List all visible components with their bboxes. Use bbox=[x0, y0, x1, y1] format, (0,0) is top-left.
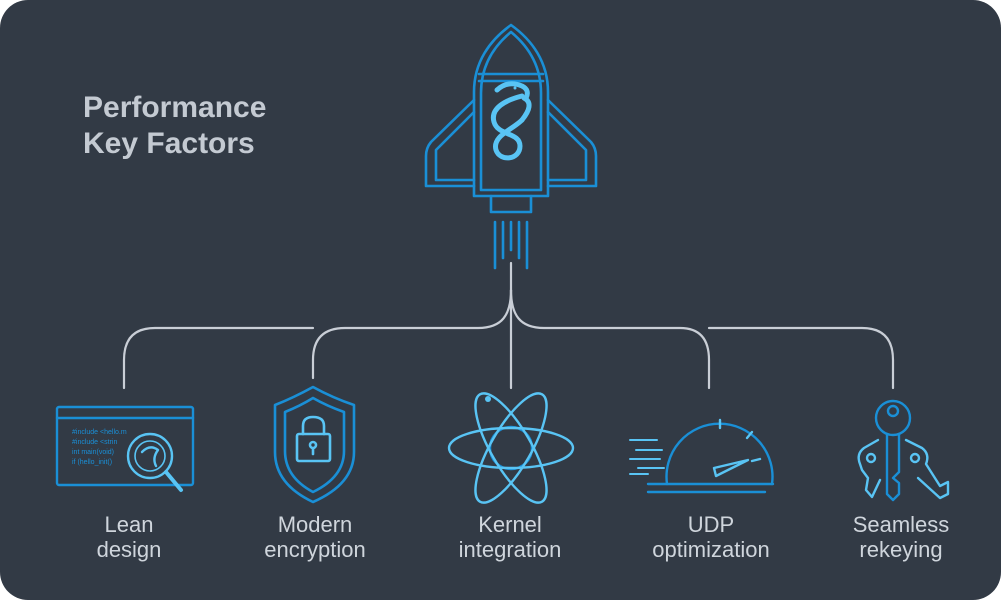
gauge-needle bbox=[712, 458, 750, 478]
key-main-hole bbox=[886, 404, 900, 418]
factor-label-seamless-rekeying: Seamless rekeying bbox=[811, 512, 991, 562]
rocket-icon bbox=[424, 23, 598, 270]
logo-eye bbox=[513, 86, 517, 90]
key-right-bow bbox=[909, 452, 921, 464]
shield-inner bbox=[283, 396, 346, 494]
magnifier-handle bbox=[164, 470, 183, 492]
atom-orbit-diagonal-2 bbox=[474, 392, 548, 504]
rocket-nose-band bbox=[477, 72, 545, 83]
gauge-ticks bbox=[718, 418, 762, 463]
logo-head bbox=[494, 81, 530, 101]
factor-label-line-1: Modern bbox=[277, 512, 353, 537]
connector-far-left bbox=[122, 326, 315, 390]
lock-shackle bbox=[301, 415, 326, 436]
code-window-frame bbox=[55, 405, 195, 487]
title-line-2: Key Factors bbox=[83, 127, 255, 160]
connector-tree bbox=[122, 261, 895, 390]
diagram-title: Performance Key Factors bbox=[83, 90, 363, 162]
shield-lock-icon bbox=[273, 385, 356, 504]
dragon-logo-icon bbox=[490, 81, 532, 161]
rocket-body-inner bbox=[479, 30, 543, 192]
factor-label-line-1: Kernel bbox=[478, 512, 542, 537]
key-main-shaft bbox=[885, 432, 901, 502]
key-right bbox=[904, 438, 950, 500]
code-magnifier-icon: #include <hello.m #include <strin int ma… bbox=[55, 405, 195, 492]
atom-electron bbox=[485, 396, 491, 402]
code-line-2: #include <strin bbox=[72, 439, 117, 446]
lock-body bbox=[295, 432, 332, 463]
factor-label-line-2: optimization bbox=[652, 537, 770, 562]
magnifier-dragon bbox=[140, 446, 160, 468]
connector-far-right bbox=[707, 326, 895, 390]
atom-orbit-horizontal bbox=[447, 426, 575, 470]
factor-label-kernel-integration: Kernel integration bbox=[420, 512, 600, 562]
connector-right-fork bbox=[509, 288, 711, 390]
factor-label-line-2: encryption bbox=[264, 537, 366, 562]
rocket-left-wing bbox=[424, 98, 476, 188]
factor-label-lean-design: Lean design bbox=[39, 512, 219, 562]
speedometer-icon bbox=[629, 418, 775, 494]
gauge-base bbox=[646, 482, 775, 494]
atom-orbit-diagonal-1 bbox=[474, 392, 548, 504]
code-line-1: #include <hello.m bbox=[72, 429, 127, 436]
atom-icon bbox=[447, 392, 575, 504]
magnifier-lens-inner bbox=[134, 440, 166, 472]
shield-outer bbox=[273, 385, 356, 504]
rocket-exhaust bbox=[493, 220, 529, 270]
factor-label-line-2: rekeying bbox=[859, 537, 943, 562]
key-left bbox=[857, 438, 882, 499]
factor-label-line-1: Seamless bbox=[852, 512, 950, 537]
rocket-left-wing-inner bbox=[434, 110, 476, 182]
factor-label-udp-optimization: UDP optimization bbox=[621, 512, 801, 562]
factor-label-modern-encryption: Modern encryption bbox=[225, 512, 405, 562]
logo-upper-loop bbox=[490, 93, 525, 161]
connector-left-fork bbox=[311, 288, 513, 380]
rocket-body bbox=[472, 23, 550, 198]
logo-lower-loop bbox=[519, 95, 532, 123]
factor-label-line-2: design bbox=[96, 537, 162, 562]
title-line-1: Performance bbox=[83, 91, 267, 124]
rocket-right-wing-inner bbox=[546, 110, 588, 182]
key-left-bow bbox=[865, 452, 877, 464]
code-line-4: if (hello_init() bbox=[72, 459, 112, 466]
rocket-right-wing bbox=[546, 98, 598, 188]
keys-icon bbox=[857, 399, 950, 502]
key-main-bow bbox=[874, 399, 912, 437]
speed-lines bbox=[629, 439, 665, 475]
rocket-nozzle bbox=[489, 194, 533, 214]
factor-label-line-1: UDP bbox=[687, 512, 735, 537]
code-line-3: int main(void) bbox=[72, 449, 114, 456]
factor-label-line-1: Lean bbox=[104, 512, 154, 537]
factor-label-line-2: integration bbox=[458, 537, 562, 562]
